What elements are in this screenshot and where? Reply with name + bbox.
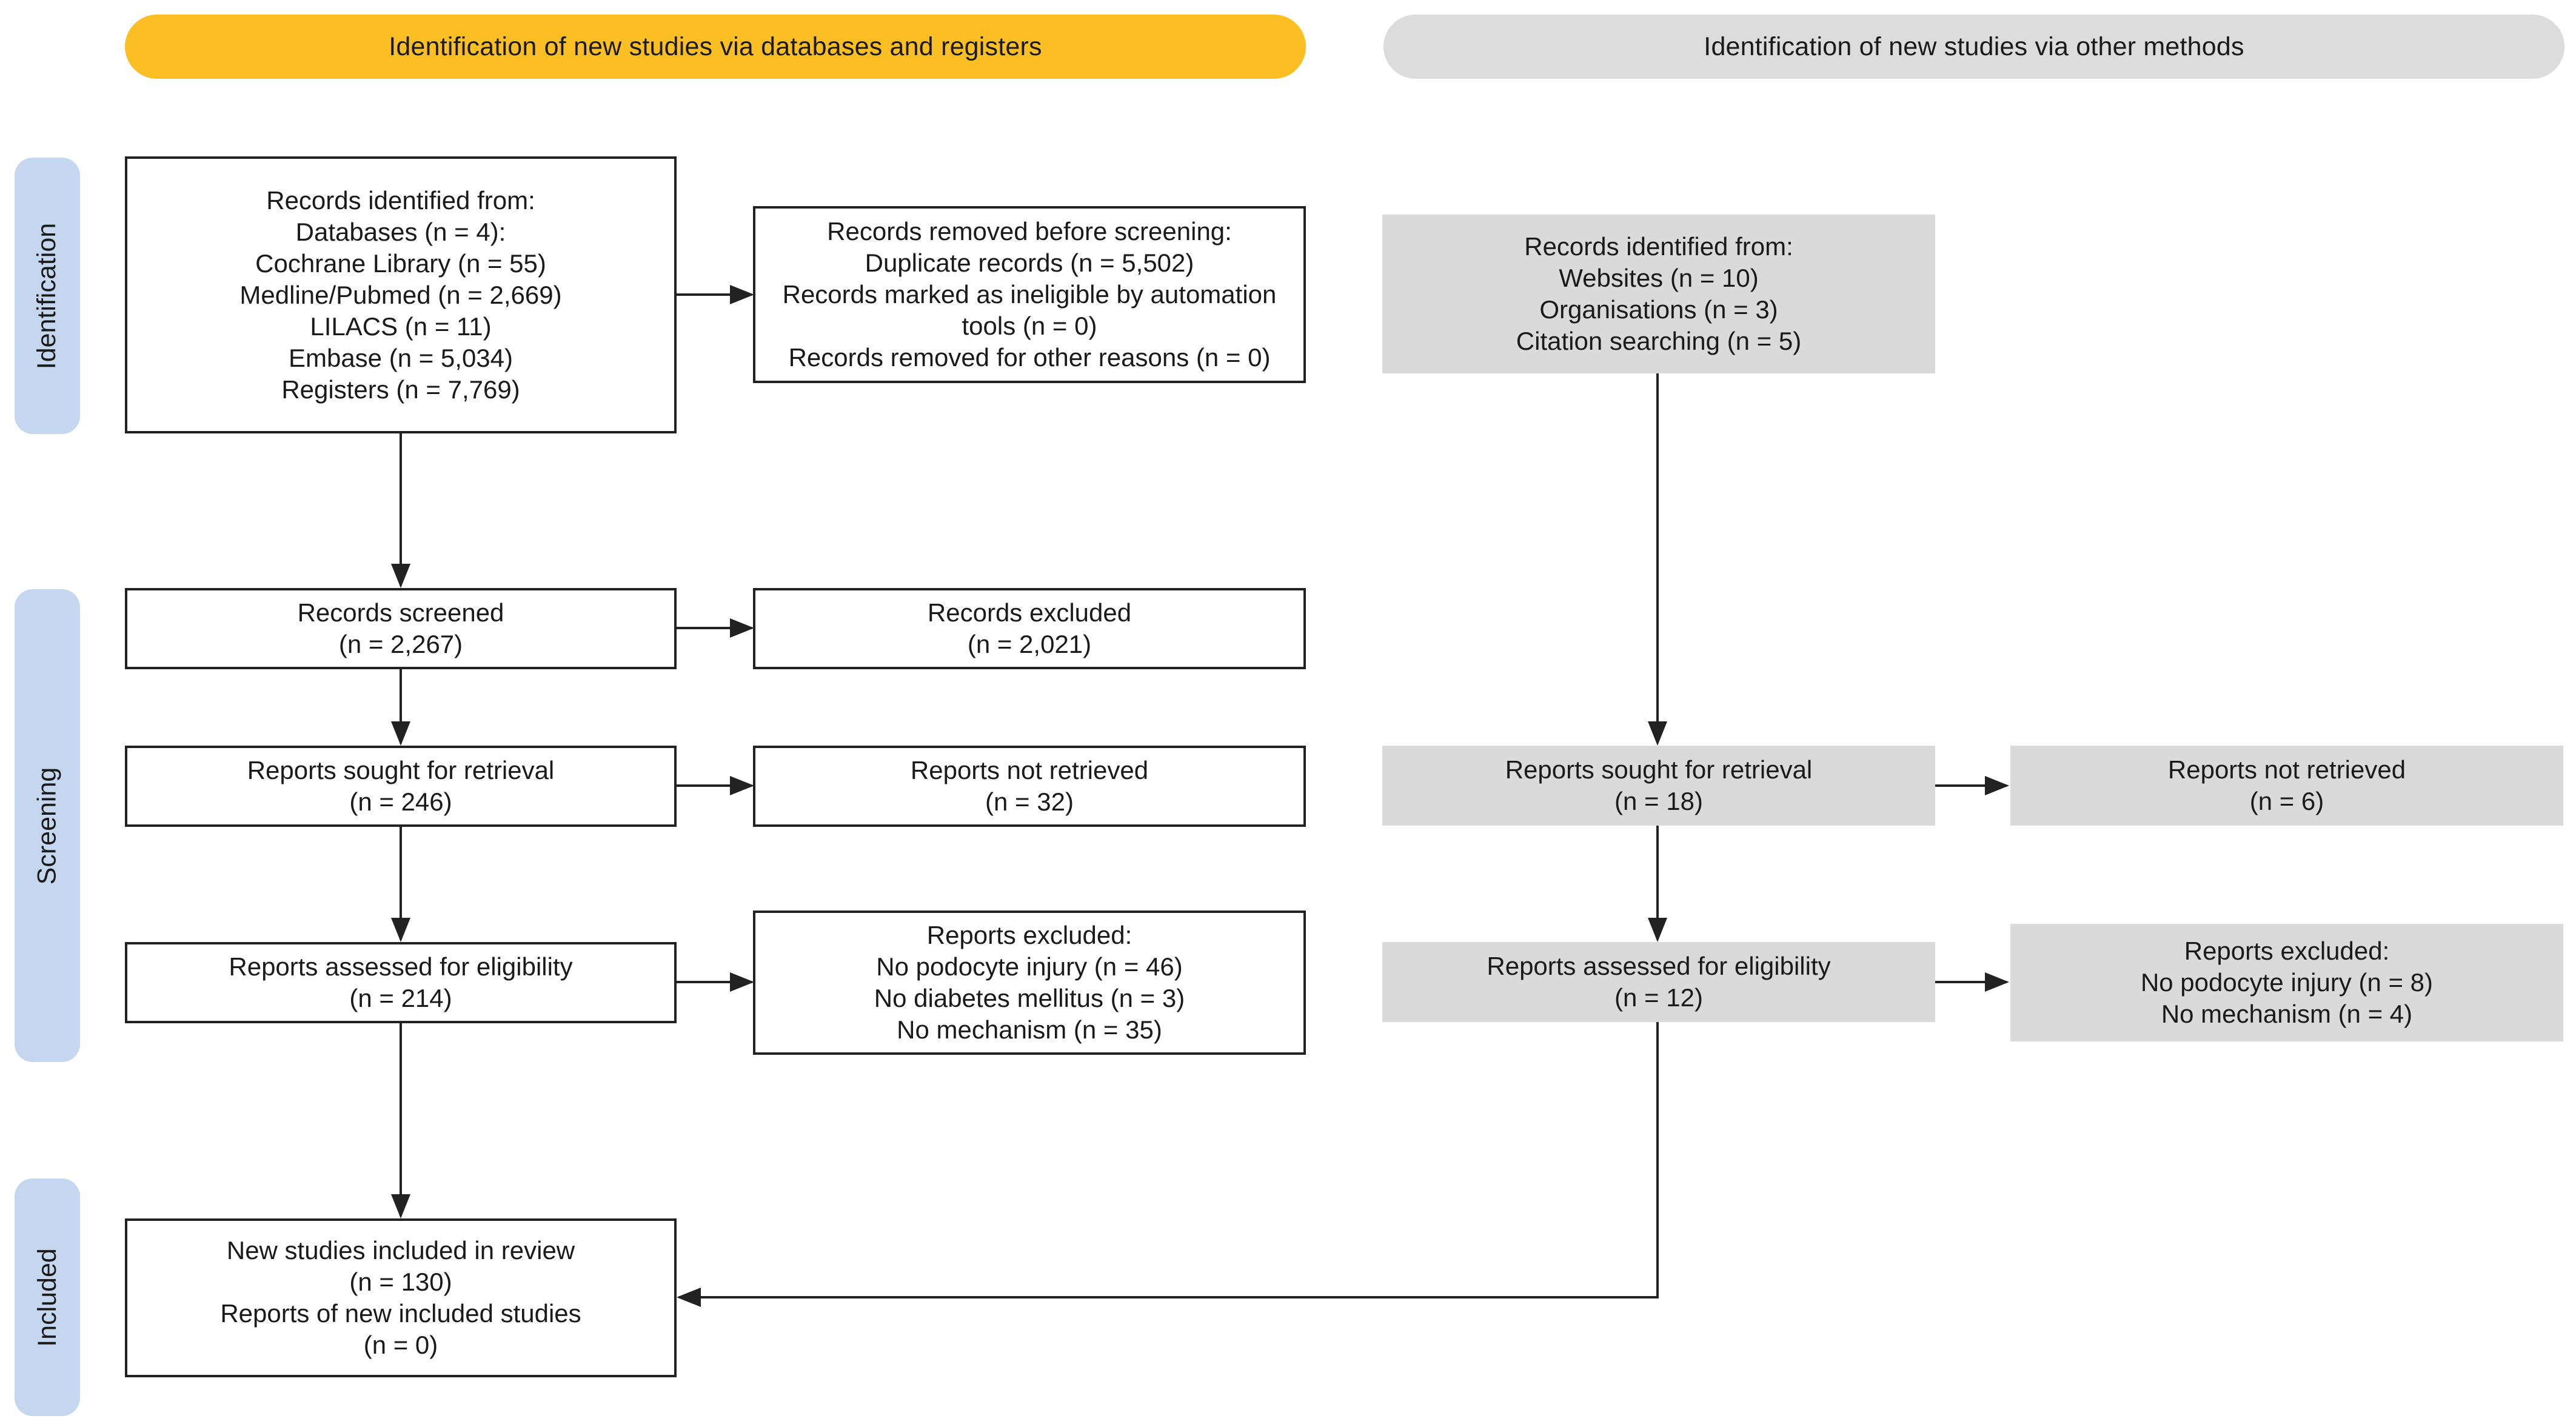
records-excluded-box: Records excluded (n = 2,021)	[753, 588, 1306, 669]
reports-not-retrieved-box: Reports not retrieved (n = 32)	[753, 746, 1306, 827]
other-records-identified-heading: Records identified from:	[1524, 232, 1793, 261]
records-screened-label: Records screened	[297, 598, 504, 627]
records-identified-databases: Databases (n = 4):	[295, 217, 506, 246]
other-records-identified-box: Records identified from: Websites (n = 1…	[1382, 215, 1935, 373]
phase-included: Included	[15, 1178, 80, 1416]
reports-assessed-box: Reports assessed for eligibility (n = 21…	[125, 942, 677, 1023]
other-reports-assessed-count: (n = 12)	[1614, 983, 1703, 1012]
other-records-organisations: Organisations (n = 3)	[1539, 295, 1778, 324]
reports-excluded-mechanism: No mechanism (n = 35)	[897, 1015, 1162, 1044]
studies-included-label: New studies included in review	[226, 1236, 575, 1265]
phase-screening: Screening	[15, 589, 80, 1062]
records-identified-box: Records identified from: Databases (n = …	[125, 156, 677, 433]
reports-excluded-diabetes: No diabetes mellitus (n = 3)	[874, 984, 1185, 1012]
records-identified-cochrane: Cochrane Library (n = 55)	[255, 249, 546, 278]
reports-excluded-box: Reports excluded: No podocyte injury (n …	[753, 911, 1306, 1055]
reports-sought-count: (n = 246)	[349, 787, 452, 816]
records-identified-medline: Medline/Pubmed (n = 2,669)	[239, 280, 562, 309]
records-removed-automation-count: tools (n = 0)	[962, 312, 1097, 340]
reports-excluded-heading: Reports excluded:	[926, 921, 1132, 949]
reports-not-retrieved-label: Reports not retrieved	[910, 756, 1149, 784]
other-reports-excluded-heading: Reports excluded:	[2184, 937, 2390, 965]
other-reports-excluded-mechanism: No mechanism (n = 4)	[2161, 1000, 2413, 1028]
other-methods-column-header: Identification of new studies via other …	[1383, 15, 2564, 79]
other-reports-not-retrieved-count: (n = 6)	[2249, 787, 2324, 815]
other-reports-sought-box: Reports sought for retrieval (n = 18)	[1382, 746, 1935, 826]
other-reports-not-retrieved-box: Reports not retrieved (n = 6)	[2010, 746, 2563, 826]
records-removed-other: Records removed for other reasons (n = 0…	[788, 343, 1271, 372]
other-reports-excluded-podocyte: No podocyte injury (n = 8)	[2140, 968, 2434, 997]
other-methods-column-header-label: Identification of new studies via other …	[1704, 32, 2244, 61]
records-screened-count: (n = 2,267)	[338, 630, 463, 658]
reports-excluded-podocyte: No podocyte injury (n = 46)	[876, 952, 1183, 981]
databases-column-header: Identification of new studies via databa…	[125, 15, 1306, 79]
reports-assessed-label: Reports assessed for eligibility	[229, 952, 573, 981]
records-excluded-label: Records excluded	[927, 598, 1132, 627]
reports-included-count: (n = 0)	[363, 1331, 438, 1359]
reports-sought-box: Reports sought for retrieval (n = 246)	[125, 746, 677, 827]
reports-not-retrieved-count: (n = 32)	[985, 787, 1074, 816]
other-reports-sought-count: (n = 18)	[1614, 787, 1703, 815]
records-identified-registers: Registers (n = 7,769)	[281, 375, 520, 404]
reports-included-label: Reports of new included studies	[220, 1299, 581, 1328]
records-screened-box: Records screened (n = 2,267)	[125, 588, 677, 669]
records-removed-heading: Records removed before screening:	[827, 217, 1232, 246]
other-records-websites: Websites (n = 10)	[1559, 264, 1759, 292]
records-excluded-count: (n = 2,021)	[967, 630, 1092, 658]
other-reports-not-retrieved-label: Reports not retrieved	[2167, 755, 2406, 784]
studies-included-count: (n = 130)	[349, 1268, 452, 1296]
reports-sought-label: Reports sought for retrieval	[247, 756, 555, 784]
other-reports-excluded-box: Reports excluded: No podocyte injury (n …	[2010, 924, 2563, 1041]
other-reports-sought-label: Reports sought for retrieval	[1505, 755, 1813, 784]
arrow-other-assessed-to-included	[677, 1022, 1659, 1307]
phase-identification: Identification	[15, 158, 80, 434]
reports-assessed-count: (n = 214)	[349, 984, 452, 1012]
records-identified-heading: Records identified from:	[266, 185, 535, 215]
studies-included-box: New studies included in review (n = 130)…	[125, 1218, 677, 1377]
records-removed-box: Records removed before screening: Duplic…	[753, 206, 1306, 383]
records-identified-embase: Embase (n = 5,034)	[288, 343, 514, 372]
records-removed-duplicates: Duplicate records (n = 5,502)	[865, 249, 1194, 277]
other-reports-assessed-label: Reports assessed for eligibility	[1487, 952, 1831, 980]
databases-column-header-label: Identification of new studies via databa…	[389, 32, 1042, 61]
records-removed-automation: Records marked as ineligible by automati…	[782, 280, 1277, 309]
records-identified-lilacs: LILACS (n = 11)	[310, 312, 492, 341]
other-records-citation: Citation searching (n = 5)	[1516, 327, 1802, 355]
other-reports-assessed-box: Reports assessed for eligibility (n = 12…	[1382, 942, 1935, 1022]
